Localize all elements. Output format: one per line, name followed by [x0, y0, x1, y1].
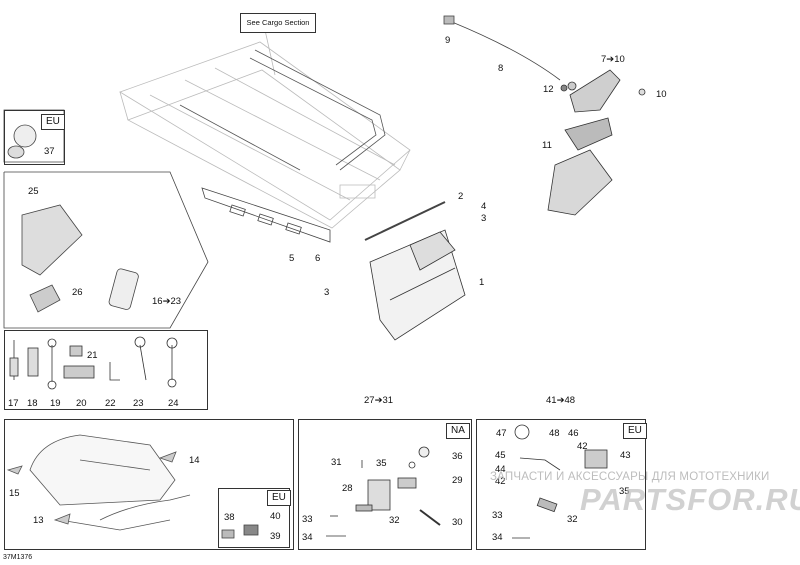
part-8-harness-drawing — [451, 21, 561, 81]
callout-30: 30 — [452, 517, 463, 528]
see-cargo-section-label: See Cargo Section — [240, 13, 316, 33]
eu-plate-box — [218, 488, 290, 548]
callout-44: 44 — [495, 464, 506, 475]
callout-6: 6 — [315, 253, 321, 264]
callout-7-10: 7➔10 — [601, 54, 625, 65]
eu-kit-box — [476, 419, 646, 550]
callout-43: 43 — [620, 450, 631, 461]
callout-23: 23 — [133, 398, 144, 409]
callout-35a: 35 — [376, 458, 387, 469]
callout-26: 26 — [72, 287, 83, 298]
tools-drawing — [9, 336, 178, 390]
figure-id: 37M1376 — [3, 554, 33, 561]
na-kit-box — [298, 419, 472, 550]
callout-32b: 32 — [567, 514, 578, 525]
callout-18: 18 — [27, 398, 38, 409]
taillight-drawing — [547, 69, 646, 216]
eu-tag-plate: EU — [267, 490, 291, 506]
callout-35b: 35 — [619, 486, 630, 497]
callout-27-31: 27➔31 — [364, 395, 394, 406]
callout-42: 42 — [577, 441, 588, 452]
callout-31: 31 — [331, 457, 342, 468]
callout-45: 45 — [495, 450, 506, 461]
callout-20: 20 — [76, 398, 87, 409]
callout-10: 10 — [656, 89, 667, 100]
callout-17: 17 — [8, 398, 19, 409]
callout-5: 5 — [289, 253, 295, 264]
callout-14: 14 — [189, 455, 200, 466]
callout-38: 38 — [224, 512, 235, 523]
callout-11: 11 — [542, 140, 552, 151]
callout-25: 25 — [28, 186, 39, 197]
snowmobile-drawing — [6, 434, 191, 531]
watermark-text: ЗАПЧАСТИ И АКСЕССУАРЫ ДЛЯ МОТОТЕХНИКИ — [490, 471, 770, 483]
na-kit-drawing — [326, 446, 441, 537]
callout-33a: 33 — [302, 514, 313, 525]
callout-42b: 42 — [495, 476, 506, 487]
callout-8: 8 — [498, 63, 504, 74]
callout-29: 29 — [452, 475, 463, 486]
callout-4: 4 — [481, 201, 487, 212]
callout-15: 15 — [9, 488, 20, 499]
callout-2: 2 — [458, 191, 464, 202]
callout-36: 36 — [452, 451, 463, 462]
callout-33b: 33 — [492, 510, 503, 521]
part-5-rail-drawing — [201, 187, 331, 243]
watermark-logo: PARTSFOR.RU — [580, 482, 800, 517]
callout-40: 40 — [270, 511, 281, 522]
callout-41-48: 41➔48 — [546, 395, 576, 406]
tools-box — [4, 330, 208, 410]
callout-13: 13 — [33, 515, 44, 526]
callout-34a: 34 — [302, 532, 313, 543]
callout-48: 48 — [549, 428, 560, 439]
mirror-box — [4, 110, 65, 165]
callout-16-23: 16➔23 — [152, 296, 182, 307]
callout-22: 22 — [105, 398, 116, 409]
cargo-rack-drawing — [119, 29, 411, 229]
callout-24: 24 — [168, 398, 179, 409]
cargo-rail-drawing — [179, 49, 386, 171]
callout-12: 12 — [543, 84, 554, 95]
callout-1: 1 — [479, 277, 485, 288]
snowmobile-box — [4, 419, 294, 550]
callout-37: 37 — [44, 146, 55, 157]
callout-21: 21 — [87, 350, 98, 361]
callout-46: 46 — [568, 428, 579, 439]
part-1-mudflap-drawing — [369, 229, 466, 341]
eu-kit-drawing — [512, 424, 608, 539]
eu-tag-mirror: EU — [41, 114, 65, 130]
holder-panel-outline — [3, 171, 209, 329]
callout-34b: 34 — [492, 532, 503, 543]
callout-9: 9 — [445, 35, 451, 46]
callout-3b: 3 — [324, 287, 330, 298]
eu-tag-kit: EU — [623, 423, 647, 439]
callout-19: 19 — [50, 398, 61, 409]
callout-3a: 3 — [481, 213, 487, 224]
part-2-strip-drawing — [364, 201, 446, 241]
na-tag-kit: NA — [446, 423, 470, 439]
callout-47: 47 — [496, 428, 507, 439]
callout-32a: 32 — [389, 515, 400, 526]
callout-39: 39 — [270, 531, 281, 542]
callout-28: 28 — [342, 483, 353, 494]
